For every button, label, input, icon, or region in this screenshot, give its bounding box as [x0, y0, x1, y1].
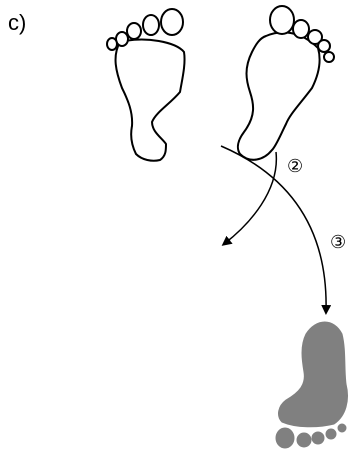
- footprint-filled-gray-icon: [275, 321, 348, 449]
- left-footprint-outline-icon: [106, 8, 186, 162]
- right-footprint-outline-icon: [236, 5, 335, 161]
- step-2-label: ②: [287, 156, 303, 177]
- step-3-label: ③: [330, 232, 346, 253]
- step-2-arrow: [221, 151, 278, 246]
- panel-label: c): [8, 10, 27, 35]
- step-3-arrow: [220, 145, 332, 315]
